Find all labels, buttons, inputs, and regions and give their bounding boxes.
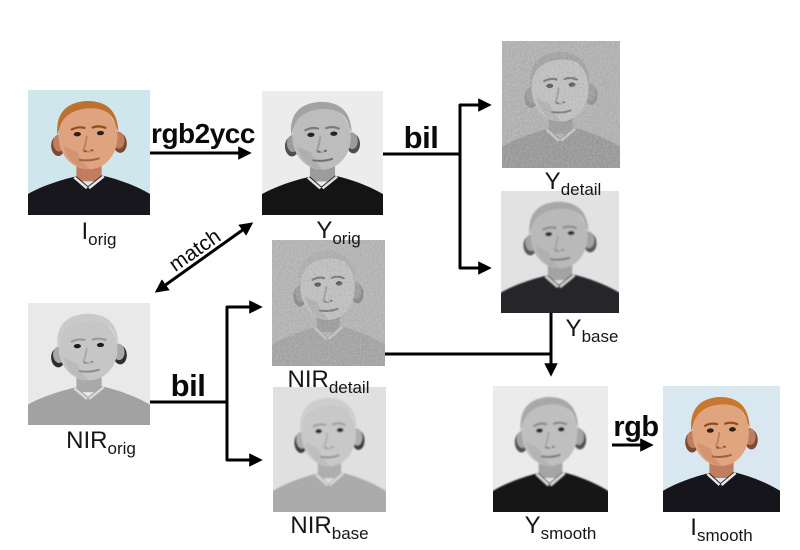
edge-label-rgb: rgb (613, 411, 659, 443)
label-y-orig: Yorig (316, 217, 361, 248)
arrow-bil-to-ydetail (458, 98, 492, 154)
label-nir-orig: NIRorig (66, 427, 136, 458)
face-photo-smooth-gray (493, 386, 608, 512)
face-photo-color (28, 90, 150, 215)
label-y-base: Ybase (565, 315, 619, 346)
label-i-orig: Iorig (81, 218, 117, 249)
label-y-smooth: Ysmooth (524, 512, 597, 543)
arrow-bil-to-ybase (458, 154, 492, 275)
face-photo-detail-layer (502, 41, 620, 168)
image-nir-detail (272, 240, 385, 366)
label-y-detail: Ydetail (544, 168, 602, 199)
face-photo-gray (262, 91, 383, 215)
face-photo-base-layer (273, 387, 386, 512)
image-y-orig (262, 91, 383, 215)
face-photo-nir (28, 303, 150, 425)
label-nir-detail: NIRdetail (287, 366, 370, 397)
image-y-detail (502, 41, 620, 168)
edge-label-bil-top: bil (403, 120, 439, 155)
image-y-base (501, 191, 619, 313)
label-i-smooth: Ismooth (690, 514, 753, 545)
edge-label-rgb2ycc: rgb2ycc (151, 118, 255, 149)
image-i-orig (28, 90, 150, 215)
face-photo-color (663, 386, 780, 512)
image-i-smooth (663, 386, 780, 512)
image-y-smooth (493, 386, 608, 512)
label-nir-base: NIRbase (290, 512, 369, 543)
face-photo-base-layer (501, 191, 619, 313)
image-nir-orig (28, 303, 150, 425)
arrow-bil-to-nirbase (225, 402, 263, 467)
edge-label-bil-bottom: bil (170, 368, 206, 403)
arrow-bil-to-nirdetail (225, 300, 263, 402)
image-nir-base (273, 387, 386, 512)
edge-label-match: match (164, 224, 226, 277)
face-photo-detail-layer (272, 240, 385, 366)
